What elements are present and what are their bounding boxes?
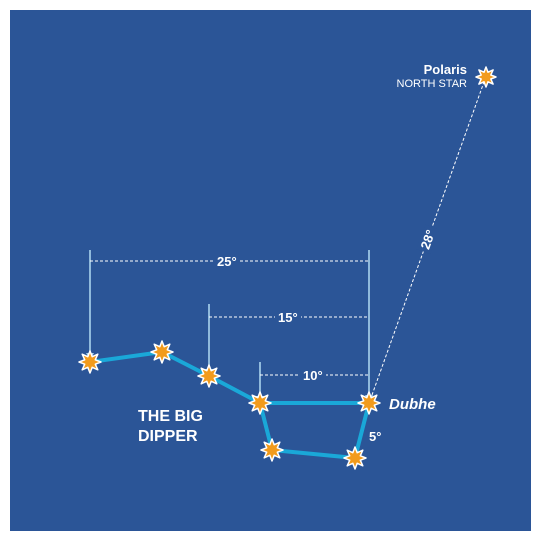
star-icon xyxy=(248,391,272,415)
star-icon xyxy=(150,340,174,364)
star-icon xyxy=(343,446,367,470)
dubhe-label: Dubhe xyxy=(389,396,436,413)
distance-label-10: 10° xyxy=(300,368,326,383)
diagram-panel: 25° 15° 10° 5° 28° Dubhe Polaris NORTH S… xyxy=(10,10,531,531)
big-dipper-diagram xyxy=(10,10,531,531)
diagram-title: THE BIG DIPPER xyxy=(138,407,203,447)
polaris-label: Polaris xyxy=(423,62,467,77)
dubhe-star-icon xyxy=(357,391,381,415)
distance-label-5: 5° xyxy=(369,429,382,444)
big-dipper-outline xyxy=(89,350,371,460)
star-icon xyxy=(260,438,284,462)
title-line-2: DIPPER xyxy=(138,428,198,445)
title-line-1: THE BIG xyxy=(138,408,203,425)
distance-label-15: 15° xyxy=(275,310,301,325)
distance-label-25: 25° xyxy=(214,254,240,269)
polaris-star-icon xyxy=(475,66,497,88)
star-icon xyxy=(197,364,221,388)
polaris-subtitle: NORTH STAR xyxy=(396,78,468,90)
star-icon xyxy=(78,350,102,374)
